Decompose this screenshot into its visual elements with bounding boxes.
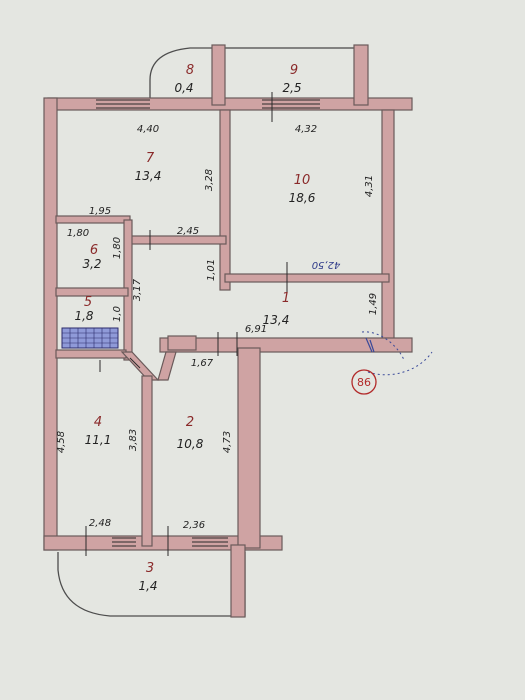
- room-3-area: 1,4: [138, 579, 157, 593]
- dim-room5-height: 1,0: [112, 306, 123, 322]
- dim-room2-top: 1,67: [191, 358, 214, 369]
- stamp-circle: [351, 369, 377, 395]
- wall-right-bedroom: [237, 347, 261, 549]
- stamp-number: 86: [357, 376, 371, 389]
- dim-room6-width: 1,80: [67, 228, 89, 239]
- door-mark-7: [129, 357, 141, 369]
- room-9-area: 2,5: [282, 81, 301, 95]
- window-room7: [96, 99, 150, 109]
- handwritten-note: 42,50: [312, 259, 341, 270]
- room-2-area: 10,8: [177, 437, 204, 451]
- room-9-number: 9: [290, 63, 298, 78]
- wall-room7-bottom-left: [55, 215, 131, 224]
- room-7-number: 7: [146, 151, 155, 166]
- wall-room7-room10: [219, 109, 231, 291]
- dim-corridor-height: 3,17: [132, 278, 143, 301]
- dim-room1-right: 1,49: [368, 293, 379, 315]
- balcony-8-outline: [149, 47, 225, 102]
- room-2-number: 2: [186, 415, 194, 430]
- dim-room7-bottom-right: 2,45: [177, 226, 199, 237]
- wall-diagonal-right: [157, 351, 177, 381]
- wall-room10-bottom: [224, 273, 390, 283]
- wall-left: [43, 97, 58, 551]
- dim-room1-width: 6,91: [245, 324, 267, 335]
- wall-corridor-top: [167, 335, 197, 351]
- room-1-number: 1: [282, 291, 290, 306]
- dimension-labels: 4,40 4,32 3,28 4,31 1,95 2,45 1,80 1,80 …: [56, 124, 379, 531]
- wall-right: [381, 109, 395, 341]
- dim-room2-height: 4,73: [222, 431, 233, 453]
- dim-room7-bottom-left: 1,95: [89, 206, 111, 217]
- wall-balcony-8-9: [211, 44, 226, 106]
- dim-room6-height: 1,80: [112, 237, 123, 259]
- ink-stamp-marks: [361, 331, 433, 376]
- dim-room4-width: 2,48: [89, 518, 111, 529]
- window-room2: [192, 537, 228, 547]
- wall-room6-bottom: [55, 287, 129, 297]
- balcony-3-outline: [57, 552, 246, 617]
- wall-mid-horizontal: [159, 337, 413, 353]
- room-10-area: 18,6: [289, 191, 316, 205]
- bathtub-fixture: [61, 327, 119, 349]
- room-5-area: 1,8: [74, 309, 93, 323]
- dim-room1-left: 1,01: [206, 259, 217, 281]
- dim-room4-inner-height: 3,83: [128, 429, 139, 451]
- dim-room4-height: 4,58: [56, 431, 67, 453]
- room-3-number: 3: [146, 561, 154, 576]
- wall-room5-bottom: [55, 349, 127, 359]
- room-5-number: 5: [84, 295, 92, 310]
- room-6-number: 6: [90, 243, 98, 258]
- dim-room10-height: 4,31: [364, 175, 375, 197]
- dim-room2-width: 2,36: [183, 520, 205, 531]
- room-6-area: 3,2: [82, 257, 101, 271]
- room-4-number: 4: [94, 415, 102, 430]
- wall-room4-room2: [141, 375, 153, 547]
- room-7-area: 13,4: [135, 169, 162, 183]
- room-1-area: 13,4: [263, 313, 290, 327]
- room-8-area: 0,4: [174, 81, 193, 95]
- room-labels: 8 0,4 9 2,5 7 13,4 10 18,6 6 3,2 5 1,8 1…: [74, 63, 315, 593]
- dim-room10-width: 4,32: [295, 124, 317, 135]
- wall-balcony-3-right: [230, 544, 246, 618]
- windows: [85, 92, 320, 556]
- dim-room7-width: 4,40: [137, 124, 159, 135]
- room-8-number: 8: [186, 63, 194, 78]
- room-10-number: 10: [294, 173, 311, 188]
- window-room4: [112, 537, 136, 547]
- dim-room7-height: 3,28: [204, 169, 215, 191]
- wall-balcony-9-right: [353, 44, 369, 106]
- wall-room7-bottom-right: [129, 235, 227, 245]
- room-4-area: 11,1: [85, 433, 112, 447]
- apartment-number-stamp: 86: [351, 369, 377, 395]
